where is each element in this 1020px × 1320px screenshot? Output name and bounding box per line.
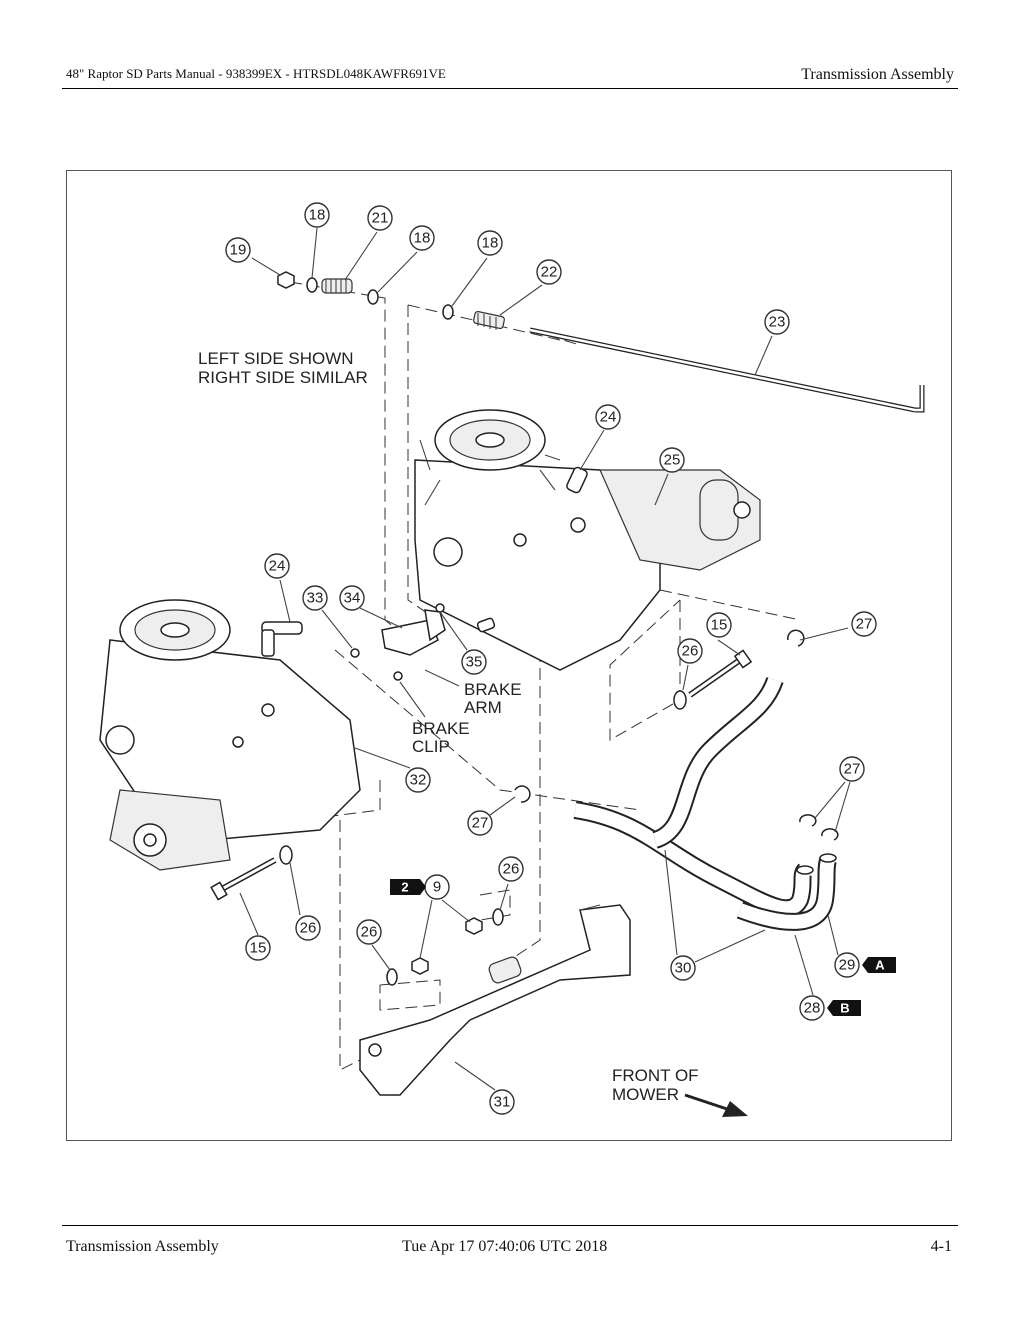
- reference-tag-a: A: [862, 957, 896, 973]
- callout-25: 25: [659, 447, 685, 473]
- note-brake-clip-line1: BRAKE: [412, 719, 470, 738]
- svg-text:2: 2: [401, 880, 408, 895]
- assembly-guide-lines: [289, 281, 801, 1071]
- svg-text:18: 18: [482, 235, 499, 252]
- spring-hardware: [277, 271, 925, 413]
- callout-27-hose-clamps: 27: [839, 756, 865, 782]
- right-transmission: [414, 409, 761, 671]
- svg-text:26: 26: [361, 924, 378, 941]
- callout-19: 19: [225, 237, 251, 263]
- page-number: 4-1: [930, 1238, 952, 1255]
- svg-text:19: 19: [230, 242, 247, 259]
- callout-18-washer-right: 18: [409, 225, 435, 251]
- reference-tag-2: 2: [390, 879, 426, 895]
- svg-text:B: B: [840, 1001, 849, 1016]
- left-transmission: [99, 599, 446, 871]
- callout-26-right: 26: [677, 638, 703, 664]
- page-header-section: Transmission Assembly: [801, 66, 954, 83]
- svg-text:28: 28: [804, 1000, 821, 1017]
- page-footer-timestamp: Tue Apr 17 07:40:06 UTC 2018: [402, 1238, 608, 1255]
- callout-26-middle: 26: [498, 856, 524, 882]
- callout-33: 33: [302, 585, 328, 611]
- transmission-bracket: [359, 904, 631, 1096]
- svg-text:33: 33: [307, 590, 324, 607]
- callout-28: 28: [799, 995, 825, 1021]
- svg-text:32: 32: [410, 772, 427, 789]
- callout-9: 9: [424, 874, 450, 900]
- note-brake-clip-line2: CLIP: [412, 737, 450, 756]
- reference-tag-b: B: [827, 1000, 861, 1016]
- svg-text:27: 27: [844, 761, 861, 778]
- callout-15-right: 15: [706, 612, 732, 638]
- callout-32: 32: [405, 767, 431, 793]
- svg-text:24: 24: [269, 558, 286, 575]
- note-left-side-shown: LEFT SIDE SHOWN: [198, 349, 354, 368]
- svg-text:25: 25: [664, 452, 681, 469]
- callout-23: 23: [764, 309, 790, 335]
- callout-18-washer-left: 18: [304, 202, 330, 228]
- page-footer-section: Transmission Assembly: [66, 1238, 219, 1255]
- svg-text:29: 29: [839, 957, 856, 974]
- svg-text:18: 18: [414, 230, 431, 247]
- svg-text:15: 15: [250, 940, 267, 957]
- callout-24-right: 24: [595, 404, 621, 430]
- svg-text:21: 21: [372, 210, 389, 227]
- footer-rule: [62, 1225, 958, 1226]
- callout-24-left: 24: [264, 553, 290, 579]
- svg-text:15: 15: [711, 617, 728, 634]
- callout-18-washer-rod: 18: [477, 230, 503, 256]
- svg-text:26: 26: [503, 861, 520, 878]
- diagram-frame: [66, 170, 952, 1141]
- svg-text:22: 22: [541, 264, 558, 281]
- svg-text:34: 34: [344, 590, 361, 607]
- svg-text:26: 26: [300, 920, 317, 937]
- callout-34: 34: [339, 585, 365, 611]
- note-right-side-similar: RIGHT SIDE SIMILAR: [198, 368, 368, 387]
- note-front-of-mower-line2: MOWER: [612, 1085, 679, 1104]
- page-header-title: 48" Raptor SD Parts Manual - 938399EX - …: [66, 66, 446, 81]
- callout-15-left: 15: [245, 935, 271, 961]
- svg-text:27: 27: [856, 616, 873, 633]
- callout-27-top: 27: [851, 611, 877, 637]
- svg-text:27: 27: [472, 815, 489, 832]
- svg-text:9: 9: [433, 879, 441, 896]
- svg-text:35: 35: [466, 654, 483, 671]
- note-brake-arm-line1: BRAKE: [464, 680, 522, 699]
- fasteners: [210, 629, 839, 986]
- hydraulic-hoses: [573, 676, 837, 931]
- callout-35: 35: [461, 649, 487, 675]
- callout-27-middle: 27: [467, 810, 493, 836]
- svg-text:24: 24: [600, 409, 617, 426]
- callout-29: 29: [834, 952, 860, 978]
- callout-26-bottom: 26: [356, 919, 382, 945]
- header-rule: [62, 88, 958, 89]
- svg-text:30: 30: [675, 960, 692, 977]
- svg-text:31: 31: [494, 1094, 511, 1111]
- note-brake-arm-line2: ARM: [464, 698, 502, 717]
- callout-26-left: 26: [295, 915, 321, 941]
- svg-text:26: 26: [682, 643, 699, 660]
- svg-text:A: A: [875, 958, 885, 973]
- front-direction-arrow: [684, 1093, 748, 1117]
- callout-22: 22: [536, 259, 562, 285]
- svg-text:18: 18: [309, 207, 326, 224]
- callout-21: 21: [367, 205, 393, 231]
- callout-30: 30: [670, 955, 696, 981]
- callout-31: 31: [489, 1089, 515, 1115]
- leader-lines: [239, 227, 851, 1091]
- svg-text:23: 23: [769, 314, 786, 331]
- note-front-of-mower-line1: FRONT OF: [612, 1066, 699, 1085]
